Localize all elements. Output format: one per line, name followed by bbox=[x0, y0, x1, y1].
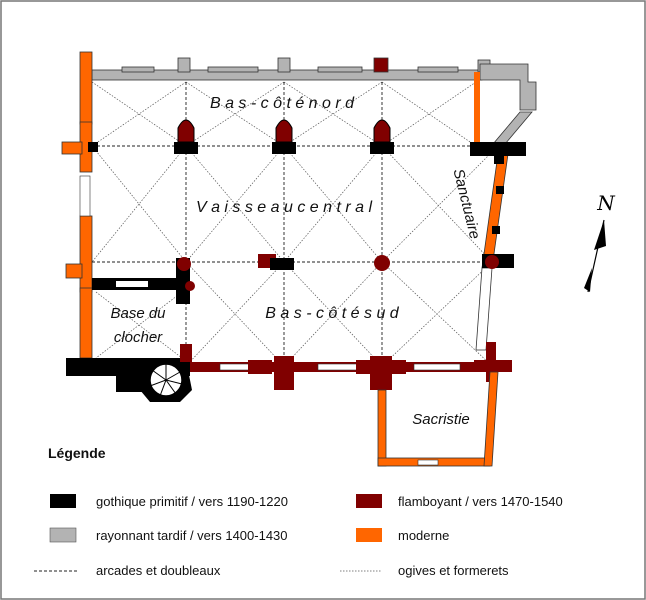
legend-label-early-gothic: gothique primitif / vers 1190-1220 bbox=[96, 494, 288, 509]
sacristy-windows bbox=[417, 459, 439, 466]
legend-label-arcades: arcades et doubleaux bbox=[96, 563, 221, 578]
label-sacristy: Sacristie bbox=[412, 411, 470, 428]
label-south-aisle: B a s - c ô t é s u d bbox=[265, 305, 399, 322]
legend: Légende gothique primitif / vers 1190-12… bbox=[34, 445, 563, 578]
legend-label-flamboyant: flamboyant / vers 1470-1540 bbox=[398, 494, 563, 509]
north-piers bbox=[88, 119, 394, 154]
south-piers bbox=[177, 254, 390, 271]
north-wall bbox=[91, 57, 537, 151]
south-wall bbox=[190, 356, 490, 390]
label-north-aisle: B a s - c ô t é n o r d bbox=[210, 95, 355, 112]
label-nave: V a i s s e a u c e n t r a l bbox=[196, 199, 373, 216]
legend-swatch-late-rayonnant bbox=[49, 527, 77, 543]
legend-swatch-early-gothic bbox=[50, 494, 76, 508]
north-arrow-icon: N bbox=[584, 191, 616, 293]
tower-window bbox=[116, 281, 148, 287]
north-buttress-flamboyant bbox=[373, 57, 389, 73]
legend-swatch-flamboyant bbox=[356, 494, 382, 508]
tower-respond bbox=[185, 281, 195, 291]
legend-title: Légende bbox=[48, 445, 106, 461]
vault-ribs bbox=[91, 81, 499, 367]
east-wall bbox=[470, 72, 526, 382]
legend-swatch-modern bbox=[356, 528, 382, 542]
north-letter: N bbox=[596, 191, 616, 215]
spiral-stair-steps bbox=[149, 364, 183, 397]
west-windows bbox=[79, 175, 91, 217]
legend-label-modern: moderne bbox=[398, 528, 449, 543]
label-tower-base-line2: clocher bbox=[114, 329, 163, 346]
tower-buttress-flamboyant bbox=[180, 344, 192, 362]
legend-label-late-rayonnant: rayonnant tardif / vers 1400-1430 bbox=[96, 528, 288, 543]
label-tower-base-line1: Base du bbox=[110, 305, 166, 322]
west-wall bbox=[61, 51, 93, 359]
legend-label-ribs: ogives et formerets bbox=[398, 563, 509, 578]
